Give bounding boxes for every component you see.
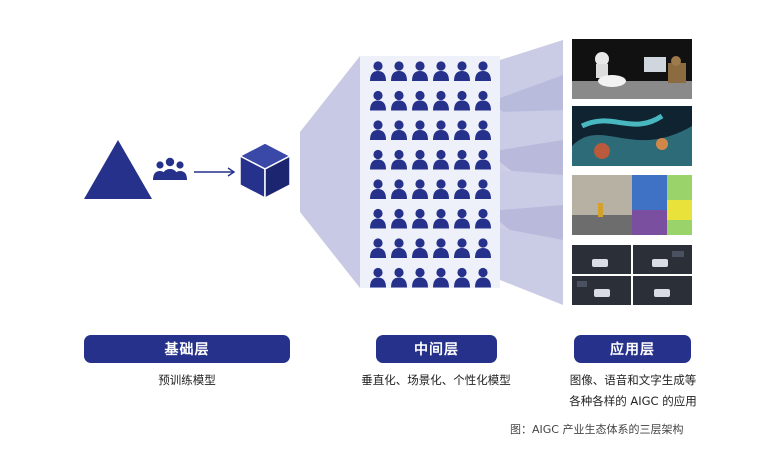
person-grid <box>370 61 491 288</box>
person-icon <box>433 149 449 170</box>
person-icon <box>475 90 491 111</box>
person-icon <box>391 120 407 140</box>
person-icon <box>391 208 407 229</box>
person-icon <box>412 61 428 81</box>
person-icon <box>412 120 428 140</box>
person-icon <box>475 179 491 199</box>
thumb-night-traffic <box>572 245 692 305</box>
person-icon <box>412 90 428 111</box>
person-icon <box>475 149 491 170</box>
arrow-icon <box>194 167 236 177</box>
person-icon <box>391 149 407 170</box>
thumb-astronaut <box>572 39 692 99</box>
person-icon <box>370 120 386 140</box>
person-icon <box>391 61 407 81</box>
person-icon <box>433 267 449 288</box>
person-icon <box>433 120 449 140</box>
middle-layer-desc: 垂直化、场景化、个性化模型 <box>361 373 511 387</box>
person-icon <box>391 90 407 111</box>
person-icon <box>454 90 470 111</box>
person-icon <box>454 208 470 229</box>
base-layer-label: 基础层 <box>84 335 290 363</box>
left-fan <box>300 56 360 288</box>
people-group-icon <box>153 157 187 180</box>
person-icon <box>412 267 428 288</box>
person-icon <box>433 61 449 81</box>
person-icon <box>370 149 386 170</box>
middle-layer-label: 中间层 <box>376 335 497 363</box>
person-icon <box>454 267 470 288</box>
person-icon <box>454 61 470 81</box>
person-icon <box>433 238 449 258</box>
figure-caption: 图：AIGC 产业生态体系的三层架构 <box>510 423 684 436</box>
person-icon <box>454 149 470 170</box>
person-icon <box>433 90 449 111</box>
person-icon <box>475 61 491 81</box>
person-icon <box>412 238 428 258</box>
person-icon <box>454 179 470 199</box>
person-icon <box>433 179 449 199</box>
person-icon <box>412 179 428 199</box>
person-icon <box>475 208 491 229</box>
person-icon <box>370 238 386 258</box>
person-icon <box>370 61 386 81</box>
person-icon <box>475 267 491 288</box>
app-layer-desc-line2: 各种各样的 AIGC 的应用 <box>569 394 697 408</box>
person-icon <box>370 90 386 111</box>
person-icon <box>370 179 386 199</box>
app-layer-desc-line1: 图像、语音和文字生成等 <box>569 373 697 387</box>
thumb-street-segmentation <box>572 175 692 235</box>
person-icon <box>391 238 407 258</box>
middle-panel <box>360 56 500 288</box>
person-icon <box>370 267 386 288</box>
person-icon <box>475 120 491 140</box>
person-icon <box>412 208 428 229</box>
person-icon <box>370 208 386 229</box>
person-icon <box>475 238 491 258</box>
cube-icon <box>239 142 291 199</box>
thumb-abstract <box>572 106 692 166</box>
person-icon <box>391 179 407 199</box>
person-icon <box>391 267 407 288</box>
person-icon <box>454 120 470 140</box>
person-icon <box>412 149 428 170</box>
person-icon <box>433 208 449 229</box>
triangle-icon <box>84 140 152 199</box>
base-layer-desc: 预训练模型 <box>158 373 216 387</box>
app-layer-label: 应用层 <box>574 335 691 363</box>
person-icon <box>454 238 470 258</box>
